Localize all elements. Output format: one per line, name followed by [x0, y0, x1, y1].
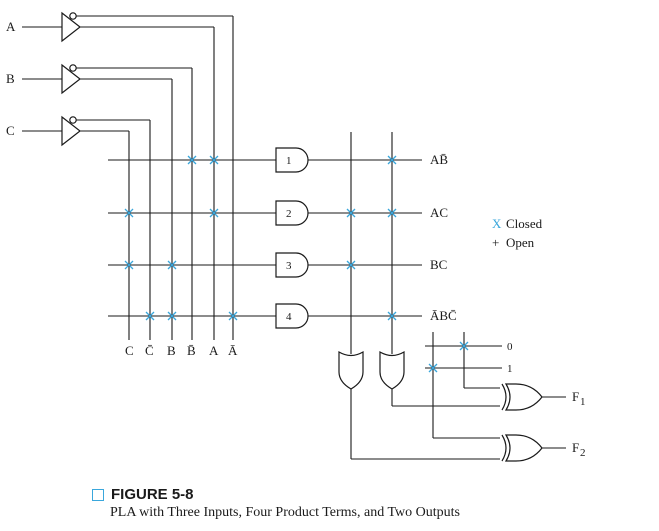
- x-mark: [167, 260, 177, 270]
- input-label-b: B: [6, 71, 15, 86]
- gate-number-4: 4: [286, 311, 292, 323]
- column-label-a: A: [209, 343, 219, 358]
- x-mark: [346, 208, 356, 218]
- x-mark: [387, 208, 397, 218]
- or-gate-2: [379, 350, 405, 390]
- caption-title: FIGURE 5-8: [111, 486, 194, 503]
- x-mark: [124, 260, 134, 270]
- output-f1: F: [572, 389, 579, 404]
- constant-0: 0: [507, 341, 513, 353]
- figure-caption: FIGURE 5-8 PLA with Three Inputs, Four P…: [92, 486, 460, 521]
- x-mark: [187, 155, 197, 165]
- caption-subtitle: PLA with Three Inputs, Four Product Term…: [110, 505, 460, 520]
- product-term-4: ĀBC̄: [430, 308, 457, 323]
- x-mark: [209, 155, 219, 165]
- xor-gate-2: [501, 434, 566, 462]
- input-a-buffer: [22, 11, 81, 43]
- x-mark: [167, 311, 177, 321]
- xor-gate-1: [501, 383, 566, 411]
- constant-lines: [425, 332, 502, 438]
- or-array-lines: [350, 132, 393, 354]
- output-f1-subscript: 1: [580, 396, 586, 408]
- input-c-buffer: [22, 115, 81, 147]
- and-gate-3: [275, 252, 309, 278]
- column-label-b: B: [167, 343, 176, 358]
- column-label-a-bar: Ā: [228, 343, 238, 358]
- column-label-c-bar: C̄: [145, 343, 154, 358]
- legend-closed-label: Closed: [506, 216, 543, 231]
- input-wiring: [76, 15, 234, 340]
- and-gate-4: [275, 303, 309, 329]
- gate-number-1: 1: [286, 155, 292, 167]
- and-gate-2: [275, 200, 309, 226]
- gate-number-3: 3: [286, 260, 292, 272]
- product-term-3: BC: [430, 257, 447, 272]
- x-mark: [346, 260, 356, 270]
- input-label-c: C: [6, 123, 15, 138]
- legend-open-symbol: +: [492, 235, 499, 250]
- x-mark: [145, 311, 155, 321]
- legend: X Closed + Open: [492, 216, 543, 250]
- output-f2: F: [572, 440, 579, 455]
- x-mark: [228, 311, 238, 321]
- closed-connections: [124, 155, 469, 373]
- x-mark: [428, 363, 438, 373]
- output-f2-subscript: 2: [580, 447, 586, 459]
- x-mark: [387, 155, 397, 165]
- or-gate-1: [338, 350, 364, 390]
- gate-number-2: 2: [286, 208, 292, 220]
- column-label-c: C: [125, 343, 134, 358]
- input-label-a: A: [6, 19, 16, 34]
- x-mark: [387, 311, 397, 321]
- legend-open-label: Open: [506, 235, 535, 250]
- product-term-lines: [308, 159, 422, 317]
- constant-1: 1: [507, 363, 513, 375]
- legend-closed-symbol: X: [492, 216, 502, 231]
- column-label-b-bar: B̄: [187, 343, 196, 358]
- caption-box-icon: [92, 488, 104, 501]
- x-mark: [124, 208, 134, 218]
- xor-wiring: [350, 387, 500, 460]
- product-term-2: AC: [430, 205, 448, 220]
- product-term-1: AB̄: [430, 152, 448, 167]
- and-gate-1: [275, 147, 309, 173]
- input-b-buffer: [22, 63, 81, 95]
- x-mark: [209, 208, 219, 218]
- x-mark: [459, 341, 469, 351]
